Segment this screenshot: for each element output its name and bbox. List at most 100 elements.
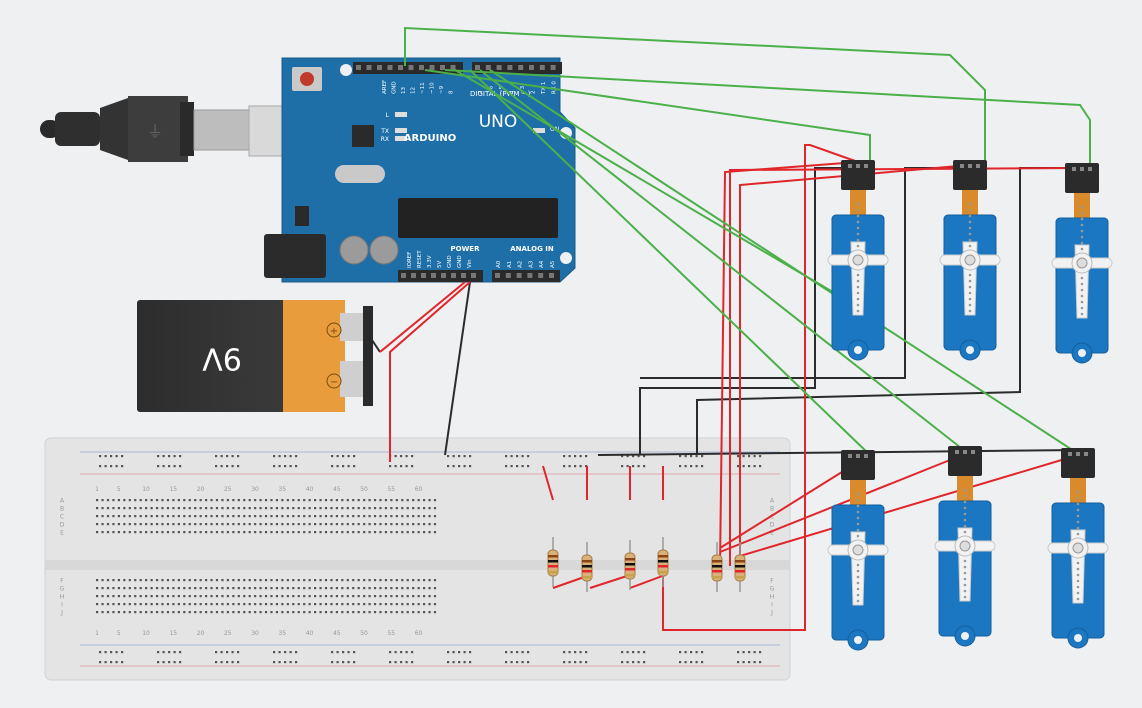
resistor[interactable] bbox=[624, 540, 636, 590]
column-number: 25 bbox=[224, 486, 232, 493]
pin-label: 3.3V bbox=[427, 255, 433, 268]
pin-label: 13 bbox=[401, 87, 407, 94]
battery-9v[interactable] bbox=[137, 300, 373, 412]
row-label: E bbox=[60, 530, 64, 537]
pin-label: 12 bbox=[411, 87, 417, 94]
resistor[interactable] bbox=[581, 542, 593, 592]
row-label: A bbox=[770, 498, 775, 505]
battery-label: 9V bbox=[202, 341, 242, 376]
pin-label: A2 bbox=[518, 261, 524, 268]
breadboard-column-numbers: 1155101015152020252530303535404045455050… bbox=[95, 486, 422, 637]
pin-label: 4 bbox=[510, 90, 516, 94]
column-number: 55 bbox=[387, 630, 395, 637]
column-number: 35 bbox=[278, 630, 286, 637]
column-number: 60 bbox=[415, 486, 423, 493]
column-number: 55 bbox=[387, 486, 395, 493]
pin-label: 7 bbox=[478, 90, 484, 94]
row-label: H bbox=[770, 594, 775, 601]
pin-label: 5V bbox=[437, 261, 443, 268]
pin-label: 8 bbox=[449, 90, 455, 94]
column-number: 10 bbox=[142, 630, 150, 637]
row-label: J bbox=[60, 610, 63, 617]
row-label: H bbox=[60, 594, 65, 601]
row-label: G bbox=[60, 586, 65, 593]
battery-plus: + bbox=[330, 326, 338, 337]
pin-label: A0 bbox=[496, 260, 502, 268]
column-number: 20 bbox=[197, 486, 205, 493]
column-number: 30 bbox=[251, 486, 259, 493]
row-label: D bbox=[770, 522, 775, 529]
usb-icon: ⏚ bbox=[147, 122, 163, 141]
pin-label: A4 bbox=[539, 260, 545, 268]
column-number: 50 bbox=[360, 630, 368, 637]
column-number: 5 bbox=[117, 486, 121, 493]
resistors[interactable] bbox=[547, 537, 746, 592]
row-label: F bbox=[770, 578, 774, 585]
pin-label: Vin bbox=[467, 259, 473, 268]
pin-label: ~11 bbox=[420, 82, 426, 94]
arduino-uno-board[interactable] bbox=[264, 57, 576, 283]
pin-label: AREF bbox=[382, 80, 388, 94]
pin-label: GND bbox=[447, 255, 453, 268]
resistor[interactable] bbox=[711, 542, 723, 592]
resistor[interactable] bbox=[734, 542, 746, 592]
row-label: E bbox=[770, 530, 774, 537]
led-label: L bbox=[386, 112, 390, 119]
column-number: 45 bbox=[333, 486, 341, 493]
power-label: POWER bbox=[451, 245, 481, 253]
digital-pins-label: DIGITAL (PWM ~) bbox=[470, 90, 531, 98]
pin-label: 2 bbox=[531, 91, 537, 95]
pin-label: RX 0 bbox=[552, 81, 558, 94]
row-label: C bbox=[770, 514, 774, 521]
breadboard-holes bbox=[96, 455, 762, 664]
servo[interactable] bbox=[1047, 448, 1109, 649]
row-label: G bbox=[770, 586, 775, 593]
servo-motors[interactable] bbox=[827, 160, 1113, 651]
row-label: C bbox=[60, 514, 64, 521]
resistor[interactable] bbox=[657, 537, 669, 587]
servo[interactable] bbox=[939, 160, 1001, 361]
row-label: B bbox=[770, 506, 774, 513]
column-number: 10 bbox=[142, 486, 150, 493]
row-label: D bbox=[60, 522, 65, 529]
column-number: 15 bbox=[169, 486, 177, 493]
led-label: TX bbox=[380, 128, 389, 135]
green-wires[interactable] bbox=[404, 26, 1091, 456]
arduino-pin-holes bbox=[356, 65, 556, 278]
pin-label: ~10 bbox=[430, 82, 436, 94]
pin-label: ~5 bbox=[499, 85, 505, 94]
servo[interactable] bbox=[827, 160, 889, 361]
column-number: 1 bbox=[95, 630, 99, 637]
column-number: 45 bbox=[333, 630, 341, 637]
pin-label: IOREF bbox=[407, 252, 413, 268]
battery-minus: − bbox=[330, 377, 338, 388]
servo[interactable] bbox=[934, 446, 996, 647]
column-number: 30 bbox=[251, 630, 259, 637]
red-wires[interactable] bbox=[379, 144, 1081, 631]
row-label: J bbox=[770, 610, 773, 617]
column-number: 5 bbox=[117, 630, 121, 637]
column-number: 35 bbox=[278, 486, 286, 493]
pin-label: RESET bbox=[417, 250, 423, 268]
column-number: 40 bbox=[306, 630, 314, 637]
row-label: B bbox=[60, 506, 64, 513]
row-label: F bbox=[60, 578, 64, 585]
row-label: A bbox=[60, 498, 65, 505]
usb-cable[interactable] bbox=[40, 96, 328, 162]
pin-label: GND bbox=[457, 255, 463, 268]
column-number: 15 bbox=[169, 630, 177, 637]
arduino-brand: ARDUINO bbox=[404, 133, 456, 144]
servo[interactable] bbox=[827, 450, 889, 651]
column-number: 20 bbox=[197, 630, 205, 637]
column-number: 60 bbox=[415, 630, 423, 637]
resistor[interactable] bbox=[547, 537, 559, 587]
servo[interactable] bbox=[1051, 163, 1113, 364]
column-number: 50 bbox=[360, 486, 368, 493]
column-number: 40 bbox=[306, 486, 314, 493]
pin-label: ~9 bbox=[439, 85, 445, 94]
pin-label: A3 bbox=[528, 260, 534, 268]
pin-label: A1 bbox=[507, 261, 513, 268]
